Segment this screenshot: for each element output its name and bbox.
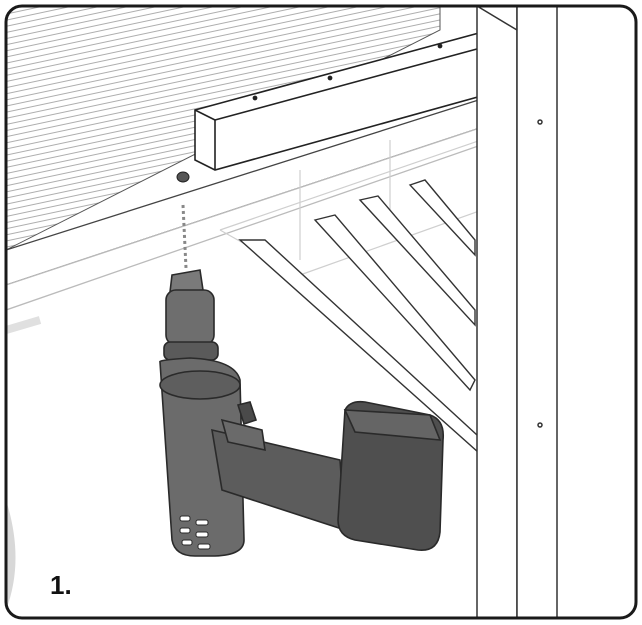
step-number: 1. [50, 570, 72, 600]
screw-icon [176, 171, 190, 183]
corner-post [476, 6, 558, 618]
drill-icon [159, 269, 445, 557]
corner-swoosh [6, 500, 16, 610]
drill-bit [181, 204, 188, 269]
rafter-brace [238, 179, 516, 487]
frame-border [4, 4, 638, 620]
ghost-sill [6, 316, 42, 334]
